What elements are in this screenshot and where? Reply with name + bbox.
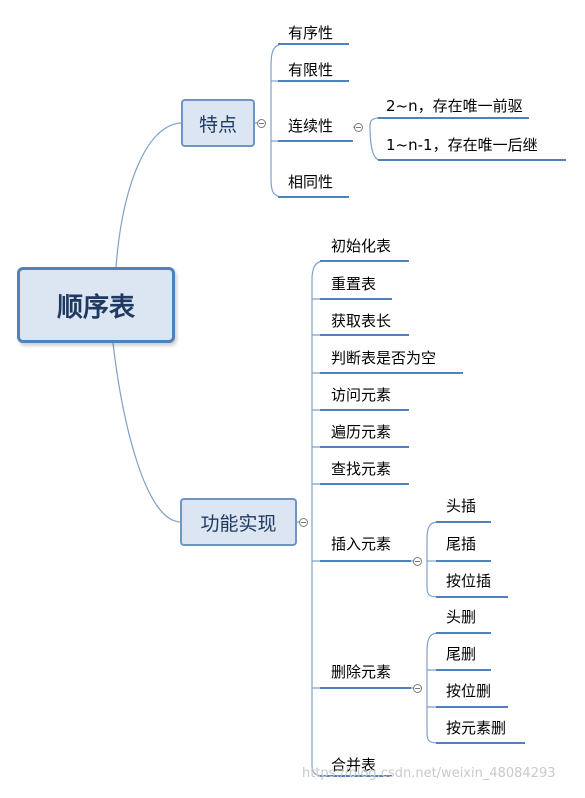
root-node[interactable]: 顺序表	[17, 267, 175, 343]
leaf-merge-list[interactable]: 合并表	[331, 756, 377, 774]
leaf-init-list[interactable]: 初始化表	[331, 237, 392, 255]
collapse-toggle-icon[interactable]	[299, 518, 308, 527]
collapse-toggle-icon[interactable]	[413, 684, 422, 693]
collapse-toggle-icon[interactable]	[257, 119, 266, 128]
collapse-toggle-icon[interactable]	[354, 123, 363, 132]
leaf-find-element[interactable]: 查找元素	[331, 460, 392, 478]
leaf-reset-list[interactable]: 重置表	[331, 275, 377, 293]
leaf-head-insert[interactable]: 头插	[446, 497, 477, 515]
leaf-same-type[interactable]: 相同性	[288, 173, 334, 191]
leaf-delete-element[interactable]: 删除元素	[331, 663, 392, 681]
branch-functions[interactable]: 功能实现	[180, 498, 297, 546]
leaf-continuous[interactable]: 连续性	[288, 117, 334, 135]
leaf-head-delete[interactable]: 头删	[446, 608, 477, 626]
leaf-access-element[interactable]: 访问元素	[331, 386, 392, 404]
leaf-traverse-elements[interactable]: 遍历元素	[331, 423, 392, 441]
leaf-is-empty[interactable]: 判断表是否为空	[331, 349, 437, 367]
leaf-value-delete[interactable]: 按元素删	[446, 719, 507, 737]
leaf-ordered[interactable]: 有序性	[288, 24, 334, 42]
leaf-position-insert[interactable]: 按位插	[446, 572, 492, 590]
collapse-toggle-icon[interactable]	[413, 557, 422, 566]
watermark: https://blog.csdn.net/weixin_48084293	[302, 766, 556, 781]
leaf-unique-successor[interactable]: 1~n-1，存在唯一后继	[386, 136, 538, 154]
leaf-unique-predecessor[interactable]: 2~n，存在唯一前驱	[386, 97, 523, 115]
branch-features[interactable]: 特点	[181, 99, 255, 147]
leaf-insert-element[interactable]: 插入元素	[331, 535, 392, 553]
leaf-finite[interactable]: 有限性	[288, 61, 334, 79]
leaf-get-length[interactable]: 获取表长	[331, 312, 392, 330]
leaf-tail-delete[interactable]: 尾删	[446, 645, 477, 663]
leaf-tail-insert[interactable]: 尾插	[446, 535, 477, 553]
leaf-position-delete[interactable]: 按位删	[446, 682, 492, 700]
